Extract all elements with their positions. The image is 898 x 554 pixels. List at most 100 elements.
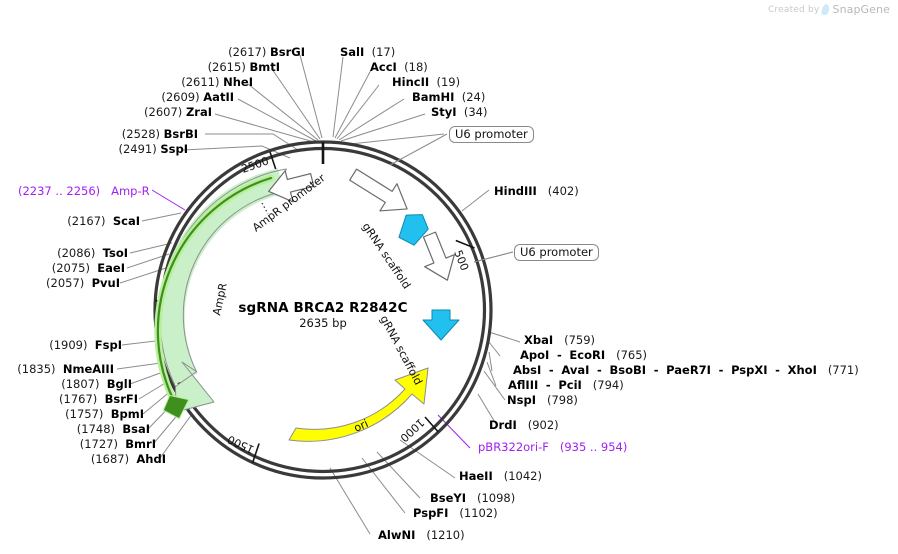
site-position: (765) <box>616 348 648 362</box>
leader-lines-callouts <box>389 133 514 263</box>
site-label-nspi[interactable]: NspI (798) <box>507 394 578 406</box>
site-label-haeii[interactable]: HaeII (1042) <box>459 470 542 482</box>
site-label-pvui[interactable]: (2057) PvuI <box>0 277 120 289</box>
site-position: (2167) <box>67 214 106 228</box>
site-label-drdi[interactable]: DrdI (902) <box>489 419 559 431</box>
site-label-nmeaiii[interactable]: (1835) NmeAIII <box>0 363 114 375</box>
site-label-nhei[interactable]: (2611) NheI <box>33 76 253 88</box>
site-position: (1807) <box>61 377 100 391</box>
site-label-bpmi[interactable]: (1757) BpmI <box>0 408 144 420</box>
site-label-tsoi[interactable]: (2086) TsoI <box>0 247 128 259</box>
site-label-alwni[interactable]: AlwNI (1210) <box>378 529 465 541</box>
site-position: (771) <box>827 363 859 377</box>
primer-label-pbr322ori-f[interactable]: pBR322ori-F (935 .. 954) <box>478 441 627 453</box>
site-label-sspi[interactable]: (2491) SspI <box>0 143 188 155</box>
site-position: (2609) <box>161 90 200 104</box>
site-label-bamhi[interactable]: BamHI (24) <box>412 91 485 103</box>
site-enzyme: ScaI <box>112 214 140 228</box>
site-label-bsrbi[interactable]: (2528) BsrBI <box>0 128 198 140</box>
site-enzyme: AatII <box>203 90 234 104</box>
site-enzyme: AflIII <box>508 378 539 392</box>
site-label-xbai[interactable]: XbaI (759) <box>524 334 595 346</box>
site-label-bmri[interactable]: (1727) BmrI <box>0 438 156 450</box>
site-label-zrai[interactable]: (2607) ZraI <box>0 106 212 118</box>
watermark-prefix: Created by <box>767 4 820 15</box>
site-position: (2075) <box>51 261 90 275</box>
site-label-pspfi[interactable]: PspFI (1102) <box>413 507 498 519</box>
site-enzyme: BamHI <box>412 90 455 104</box>
leader-lines-primer <box>151 189 471 449</box>
site-position: (798) <box>546 393 578 407</box>
watermark-brand: SnapGene <box>832 3 890 16</box>
site-position: (902) <box>527 418 559 432</box>
site-enzyme: ZraI <box>185 105 212 119</box>
site-label-fspi[interactable]: (1909) FspI <box>0 339 122 351</box>
site-label-aatii[interactable]: (2609) AatII <box>14 91 234 103</box>
primer-name: Amp-R <box>111 184 150 198</box>
site-label-hindiii[interactable]: HindIII (402) <box>494 185 579 197</box>
leader-lines-top-right <box>332 56 445 145</box>
site-position: (2615) <box>207 60 246 74</box>
site-position: (2491) <box>118 142 157 156</box>
site-label-styi[interactable]: StyI (34) <box>431 106 487 118</box>
callout-u6-promoter-1[interactable]: U6 promoter <box>449 126 534 143</box>
site-enzyme: HindIII <box>494 184 537 198</box>
site-position: (794) <box>592 378 624 392</box>
site-enzyme: BsrGI <box>270 45 305 59</box>
site-enzyme: NheI <box>223 75 253 89</box>
site-position: (1098) <box>477 491 516 505</box>
site-enzyme: HincII <box>392 75 430 89</box>
site-label-bsrgi[interactable]: (2617) BsrGI <box>85 46 305 58</box>
site-label-afliii-pcii[interactable]: AflIII - PciI (794) <box>508 378 624 392</box>
site-label-bseyi[interactable]: BseYI (1098) <box>430 492 515 504</box>
site-position: (402) <box>547 184 579 198</box>
site-enzyme: SspI <box>160 142 188 156</box>
feature-ampr-promoter <box>268 170 315 203</box>
site-label-absi-group[interactable]: AbsI - AvaI - BsoBI - PaeR7I - PspXI - X… <box>513 363 859 377</box>
site-position: (1909) <box>49 338 88 352</box>
site-label-bmti[interactable]: (2615) BmtI <box>60 61 280 73</box>
site-enzyme: SalI <box>340 45 365 59</box>
site-enzyme: BglI <box>106 377 132 391</box>
site-position: (2086) <box>57 246 96 260</box>
site-position: (2611) <box>181 75 220 89</box>
site-enzyme: PspXI <box>731 363 768 377</box>
site-enzyme: DrdI <box>489 418 517 432</box>
site-position: (24) <box>461 90 486 104</box>
snapgene-watermark: Created by SnapGene <box>768 3 890 16</box>
site-enzyme: PvuI <box>91 276 120 290</box>
site-label-ahdi[interactable]: (1687) AhdI <box>6 453 166 465</box>
site-label-bsai[interactable]: (1748) BsaI <box>0 423 150 435</box>
tick-label-1000: 1000 <box>397 416 426 445</box>
site-label-apoi-ecori[interactable]: ApoI - EcoRI (765) <box>520 348 648 362</box>
site-enzyme: TsoI <box>102 246 128 260</box>
site-position: (2607) <box>144 105 183 119</box>
feature-ampr-outer-track <box>154 174 275 420</box>
site-label-acci[interactable]: AccI (18) <box>370 61 428 73</box>
feature-grna-scaffold-1 <box>349 168 429 246</box>
site-enzyme: AbsI <box>513 363 542 377</box>
site-label-eaei[interactable]: (2075) EaeI <box>0 262 125 274</box>
site-enzyme: AhdI <box>136 452 166 466</box>
site-label-bsrfi[interactable]: (1767) BsrFI <box>0 393 138 405</box>
site-position: (2528) <box>121 127 161 141</box>
site-label-sali[interactable]: SalI (17) <box>340 46 395 58</box>
callout-u6-promoter-2[interactable]: U6 promoter <box>514 244 599 261</box>
site-position: (759) <box>564 333 596 347</box>
site-label-hincii[interactable]: HincII (19) <box>392 76 460 88</box>
site-enzyme: BsaI <box>122 422 150 436</box>
site-enzyme: NmeAIII <box>62 362 114 376</box>
site-enzyme: XbaI <box>524 333 554 347</box>
site-label-bgli[interactable]: (1807) BglI <box>0 378 132 390</box>
site-position: (34) <box>463 105 488 119</box>
site-position: (1042) <box>503 469 542 483</box>
site-enzyme: XhoI <box>787 363 817 377</box>
site-label-scai[interactable]: (2167) ScaI <box>0 215 140 227</box>
site-enzyme: BsrFI <box>104 392 138 406</box>
primer-label-amp-r[interactable]: (2237 .. 2256) Amp-R <box>18 185 150 197</box>
primer-name: pBR322ori-F <box>478 440 549 454</box>
site-enzyme: BsrBI <box>163 127 198 141</box>
site-enzyme: BsoBI <box>609 363 647 377</box>
site-position: (1687) <box>90 452 130 466</box>
